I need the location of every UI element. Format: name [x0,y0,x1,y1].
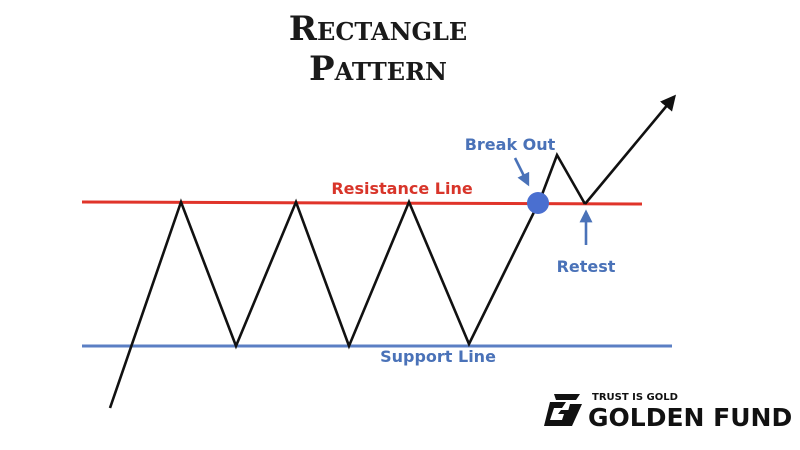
retest-label: Retest [557,257,616,276]
resistance-line [81,200,643,206]
breakout-point [527,192,549,214]
brand-name: GOLDEN FUND [588,403,792,432]
brand-tagline: TRUST IS GOLD [592,392,678,403]
support-label: Support Line [380,347,496,366]
resistance-label: Resistance Line [331,179,473,198]
golden-fund-logo-icon [544,394,582,426]
breakout-label-arrow [513,157,530,187]
price-path [108,151,587,409]
breakout-arrow [584,94,676,205]
breakout-label: Break Out [465,135,556,154]
title-line-1: Rectangle [289,9,467,49]
title-line-2: Pattern [309,49,447,89]
